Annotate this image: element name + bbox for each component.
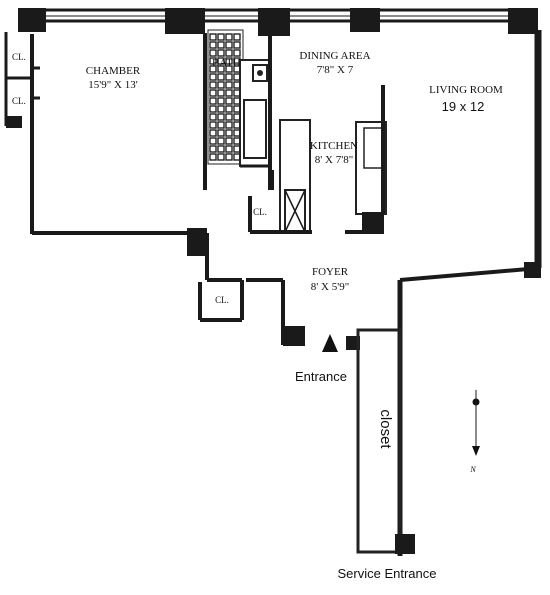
- bath-tile: [217, 41, 225, 49]
- bath-tile: [217, 129, 225, 137]
- entrance-arrow-icon: [322, 334, 338, 352]
- bath-tile: [209, 113, 217, 121]
- kitchen-dims: 8' X 7'8": [315, 154, 353, 166]
- bath-tile: [209, 57, 217, 65]
- living-label: LIVING ROOM: [429, 84, 503, 96]
- column-top-center-left: [165, 8, 205, 34]
- bath-tile: [209, 33, 217, 41]
- bath-tile: [217, 97, 225, 105]
- bath-tile: [233, 49, 241, 57]
- service-closet: [356, 328, 415, 554]
- dining-label: DINING AREA: [299, 50, 370, 62]
- bath-tile: [225, 57, 233, 65]
- bath-tile: [225, 89, 233, 97]
- foyer-dims: 8' X 5'9": [311, 281, 349, 293]
- bath-tile: [209, 41, 217, 49]
- bath-tile: [225, 65, 233, 73]
- column-top-center: [258, 8, 290, 36]
- bath-tile: [217, 105, 225, 113]
- tub-icon: [243, 99, 267, 159]
- bath-tile: [217, 73, 225, 81]
- bath-tile: [225, 33, 233, 41]
- living-bottom-wall: [399, 266, 541, 282]
- bath-tile: [209, 73, 217, 81]
- north-label: N: [469, 465, 476, 474]
- dining-dims: 7'8" X 7: [317, 64, 354, 76]
- entrance-label: Entrance: [295, 369, 347, 384]
- kitchen-fixtures: [248, 85, 387, 234]
- chamber-dims: 15'9" X 13': [88, 79, 137, 91]
- closet-label-chamber-top: CL.: [12, 52, 26, 62]
- column-top-left: [18, 8, 46, 32]
- column-chamber: [187, 228, 207, 256]
- bath-tile: [209, 129, 217, 137]
- bathroom-fixtures: [207, 29, 272, 190]
- bath-tile: [217, 89, 225, 97]
- column-service: [395, 534, 415, 554]
- bath-tile: [217, 145, 225, 153]
- bath-tile: [217, 81, 225, 89]
- service-entrance-label: Service Entrance: [338, 566, 437, 581]
- bath-tile: [209, 81, 217, 89]
- bath-tile: [225, 137, 233, 145]
- bath-tile: [209, 89, 217, 97]
- living-dims: 19 x 12: [442, 99, 485, 114]
- bath-tile: [225, 81, 233, 89]
- bath-tile: [209, 145, 217, 153]
- closet-label-kitchen: CL.: [253, 207, 267, 217]
- closet-label-foyer: CL.: [215, 295, 229, 305]
- bath-tile: [209, 121, 217, 129]
- bath-tile: [225, 129, 233, 137]
- bath-tile: [225, 41, 233, 49]
- bath-label: BATH: [212, 57, 241, 69]
- bath-tile: [225, 121, 233, 129]
- bath-tile: [225, 49, 233, 57]
- bath-tile: [217, 153, 225, 161]
- kitchen-label: KITCHEN: [310, 140, 358, 152]
- bath-tile: [233, 41, 241, 49]
- chamber-label: CHAMBER: [86, 65, 141, 77]
- left-exterior-wall: [4, 32, 40, 234]
- bath-tile: [225, 145, 233, 153]
- service-closet-label: closet: [377, 409, 394, 449]
- compass-icon: [472, 390, 480, 456]
- bath-tile: [209, 49, 217, 57]
- bath-tile: [217, 137, 225, 145]
- bath-tile: [217, 49, 225, 57]
- bath-tile: [209, 137, 217, 145]
- closet-label-chamber-bottom: CL.: [12, 96, 26, 106]
- bath-tile: [209, 153, 217, 161]
- bath-tile: [225, 113, 233, 121]
- bath-tile: [209, 65, 217, 73]
- column-entrance: [283, 326, 305, 346]
- bath-tile: [225, 153, 233, 161]
- column-top-right: [350, 8, 380, 32]
- bath-tile: [225, 97, 233, 105]
- column-top-corner: [508, 8, 538, 34]
- bath-tile: [217, 57, 225, 65]
- column-kitchen: [362, 212, 384, 234]
- bath-tile: [209, 97, 217, 105]
- bath-tile: [217, 65, 225, 73]
- foyer-walls: [198, 278, 403, 556]
- bath-tile: [217, 121, 225, 129]
- bath-tile: [217, 113, 225, 121]
- bath-tile: [209, 105, 217, 113]
- bath-tile: [225, 73, 233, 81]
- bath-tile: [233, 33, 241, 41]
- bath-tile: [225, 105, 233, 113]
- foyer-label: FOYER: [312, 266, 349, 278]
- bath-tile: [217, 33, 225, 41]
